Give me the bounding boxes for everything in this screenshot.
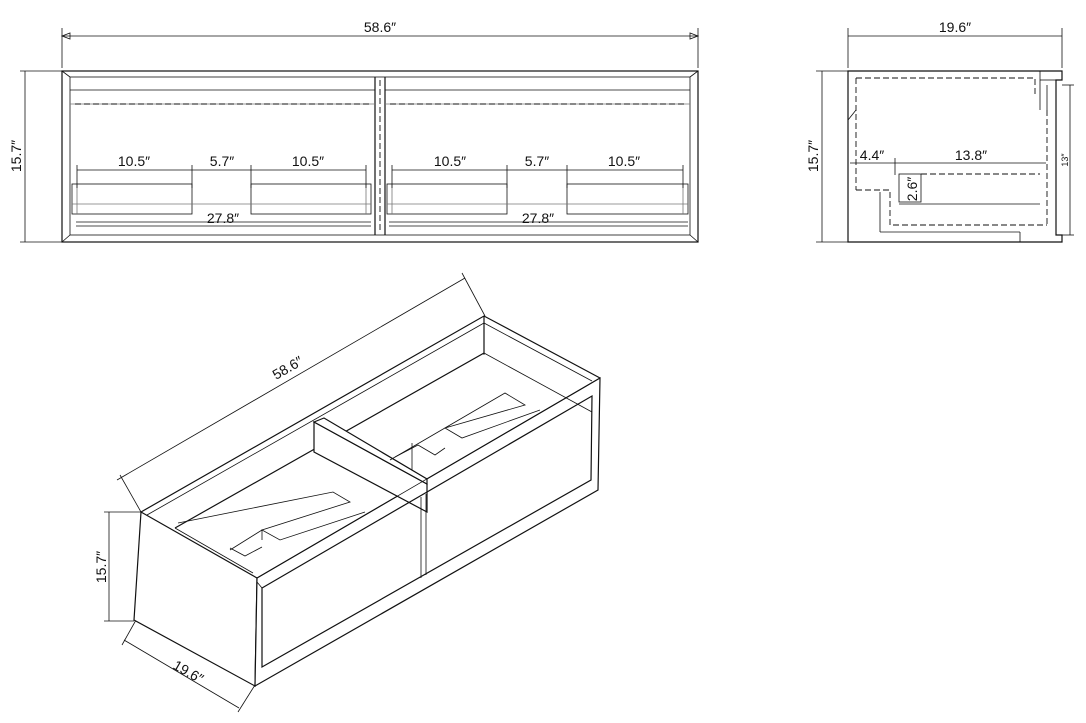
side-step-label: 2.6″ <box>904 177 920 201</box>
front-left-compartment: 10.5″ 5.7″ 10.5″ 27.8″ <box>70 89 375 227</box>
side-step-box <box>898 173 922 203</box>
side-inner-height-label: 13″ <box>1060 153 1070 167</box>
front-width-label: 58.6″ <box>364 19 396 35</box>
side-depth-label: 19.6″ <box>939 19 971 35</box>
front-right-seg-b: 5.7″ <box>525 153 549 169</box>
front-right-seg-a: 10.5″ <box>434 153 466 169</box>
iso-width-label: 58.6″ <box>270 353 306 383</box>
isometric-view: 58.6″ 15.7″ 19.6″ <box>93 272 601 713</box>
front-view: 58.6″ 15.7″ <box>8 19 700 243</box>
side-profile <box>847 70 1063 243</box>
front-width-dimension: 58.6″ <box>60 19 700 68</box>
front-height-label: 15.7″ <box>8 140 24 172</box>
side-view: 19.6″ 15.7″ 2.6″ 4.4″ 13.8″ 13″ <box>805 19 1074 243</box>
front-left-inner: 27.8″ <box>207 210 239 226</box>
front-right-inner: 27.8″ <box>522 210 554 226</box>
front-left-seg-a: 10.5″ <box>118 153 150 169</box>
front-right-seg-c: 10.5″ <box>608 153 640 169</box>
front-height-dimension: 15.7″ <box>8 70 62 243</box>
iso-height-label: 15.7″ <box>93 551 109 583</box>
side-offset-label: 4.4″ <box>860 147 884 163</box>
front-left-seg-c: 10.5″ <box>292 153 324 169</box>
iso-height-dimension: 15.7″ <box>93 511 141 622</box>
front-left-seg-b: 5.7″ <box>210 153 234 169</box>
front-outer-frame <box>61 70 699 243</box>
iso-depth-label: 19.6″ <box>171 657 207 687</box>
side-height-label: 15.7″ <box>805 140 821 172</box>
iso-width-dimension: 58.6″ <box>116 272 486 513</box>
iso-cabinet <box>133 315 601 688</box>
side-inner-depth-label: 13.8″ <box>955 147 987 163</box>
front-right-compartment: 10.5″ 5.7″ 10.5″ 27.8″ <box>385 89 690 227</box>
